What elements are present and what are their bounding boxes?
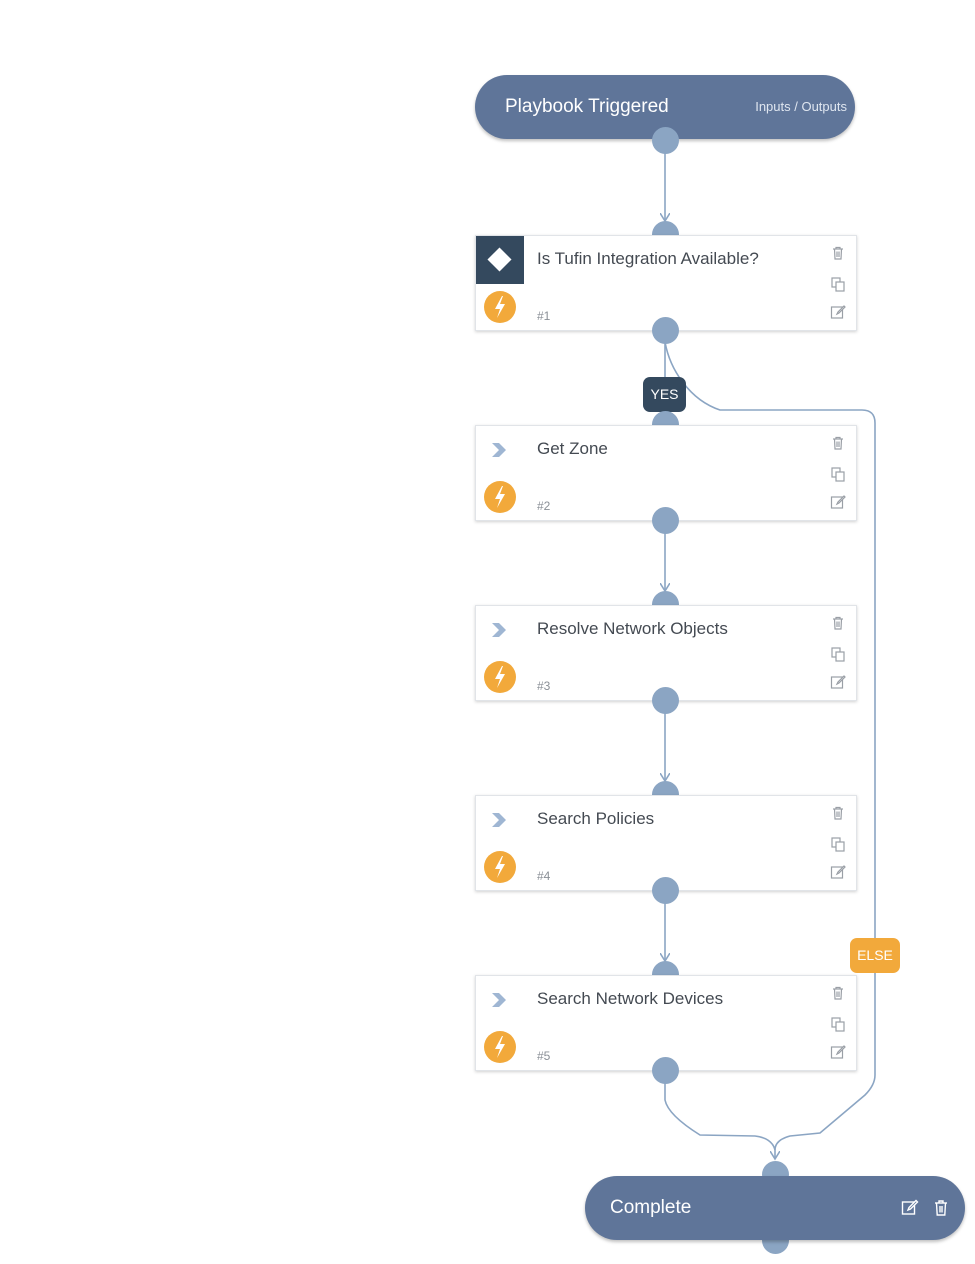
- task-number: #2: [537, 499, 551, 513]
- edit-icon[interactable]: [901, 1198, 919, 1218]
- task-card-2[interactable]: Get Zone #2: [475, 425, 857, 521]
- lightning-bolt-icon: [484, 291, 516, 323]
- start-output-port[interactable]: [652, 127, 679, 154]
- trash-icon[interactable]: [830, 985, 846, 1001]
- lightning-bolt-icon: [484, 481, 516, 513]
- task-name: Resolve Network Objects: [537, 619, 728, 638]
- trash-icon[interactable]: [932, 1198, 950, 1218]
- trash-icon[interactable]: [830, 245, 846, 261]
- task4-output-port[interactable]: [652, 877, 679, 904]
- task-name: Get Zone: [537, 439, 608, 458]
- copy-icon[interactable]: [830, 646, 846, 662]
- task-name: Search Network Devices: [537, 989, 724, 1008]
- chevron-right-icon: [492, 443, 506, 457]
- task-name: Is Tufin Integration Available?: [537, 249, 759, 268]
- task-card-3[interactable]: Resolve Network Objects #3: [475, 605, 857, 701]
- chevron-right-icon: [492, 993, 506, 1007]
- chevron-right-icon: [492, 813, 506, 827]
- copy-icon[interactable]: [830, 1016, 846, 1032]
- end-node-title: Complete: [610, 1197, 692, 1218]
- task-number: #5: [537, 1049, 551, 1063]
- copy-icon[interactable]: [830, 836, 846, 852]
- wire-task5-to-complete: [664, 1082, 775, 1158]
- condition-icon-box: [476, 236, 524, 284]
- edit-icon[interactable]: [830, 304, 846, 320]
- else-branch-label[interactable]: ELSE: [850, 938, 900, 973]
- trash-icon[interactable]: [830, 615, 846, 631]
- trash-icon[interactable]: [830, 435, 846, 451]
- task1-output-port[interactable]: [652, 317, 679, 344]
- diamond-icon: [487, 247, 512, 272]
- edit-icon[interactable]: [830, 864, 846, 880]
- chevron-right-icon: [492, 623, 506, 637]
- edit-icon[interactable]: [830, 494, 846, 510]
- start-node-title: Playbook Triggered: [505, 96, 669, 117]
- inputs-outputs-link[interactable]: Inputs / Outputs: [755, 99, 847, 114]
- task-number: #1: [537, 309, 551, 323]
- task3-output-port[interactable]: [652, 687, 679, 714]
- copy-icon[interactable]: [830, 466, 846, 482]
- lightning-bolt-icon: [484, 661, 516, 693]
- lightning-bolt-icon: [484, 1031, 516, 1063]
- trash-icon[interactable]: [830, 805, 846, 821]
- task-number: #3: [537, 679, 551, 693]
- complete-node[interactable]: Complete: [585, 1176, 965, 1240]
- task-number: #4: [537, 869, 551, 883]
- task5-output-port[interactable]: [652, 1057, 679, 1084]
- task-card-4[interactable]: Search Policies #4: [475, 795, 857, 891]
- edit-icon[interactable]: [830, 1044, 846, 1060]
- edit-icon[interactable]: [830, 674, 846, 690]
- task2-output-port[interactable]: [652, 507, 679, 534]
- yes-branch-label[interactable]: YES: [643, 377, 686, 412]
- task-card-1[interactable]: Is Tufin Integration Available? #1: [475, 235, 857, 331]
- task-name: Search Policies: [537, 809, 655, 828]
- lightning-bolt-icon: [484, 851, 516, 883]
- copy-icon[interactable]: [830, 276, 846, 292]
- task-card-5[interactable]: Search Network Devices #5: [475, 975, 857, 1071]
